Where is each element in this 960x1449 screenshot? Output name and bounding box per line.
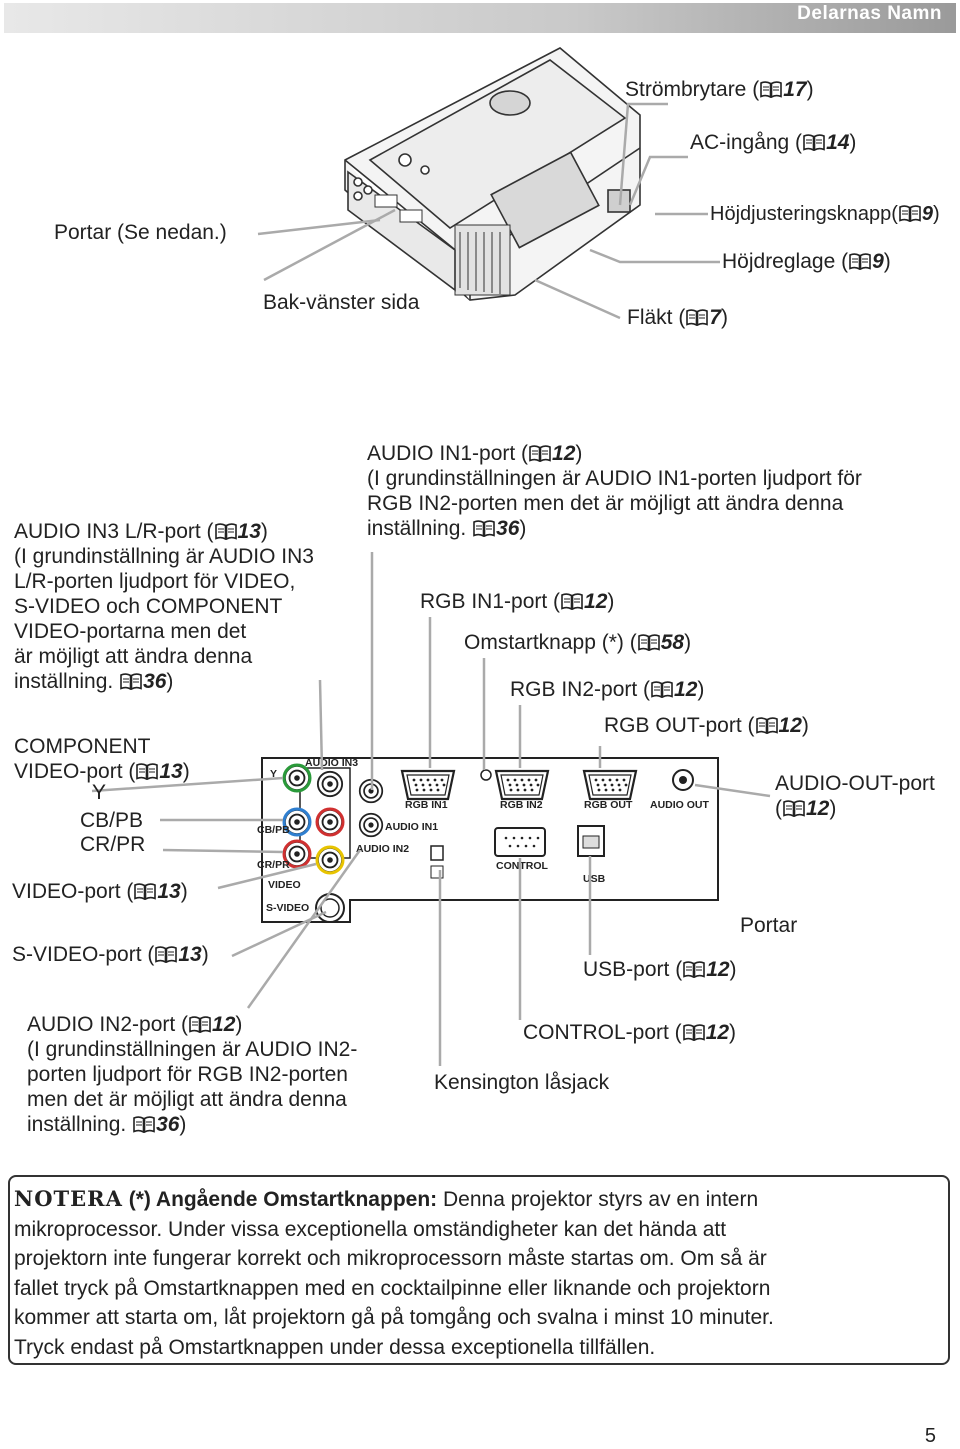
book-icon bbox=[683, 961, 705, 978]
panel-label-audio-in3: AUDIO IN3 bbox=[305, 757, 358, 769]
book-icon bbox=[136, 763, 158, 780]
label-power-switch: Strömbrytare (17) bbox=[625, 78, 814, 101]
leader-lines-panel bbox=[91, 552, 771, 1066]
label-fan: Fläkt (7) bbox=[627, 306, 729, 329]
book-icon bbox=[473, 520, 495, 537]
label-audio-out: AUDIO-OUT-port (12) bbox=[775, 772, 935, 820]
book-icon bbox=[686, 309, 708, 326]
panel-label-rgb-in2: RGB IN2 bbox=[500, 799, 543, 811]
panel-label-control: CONTROL bbox=[496, 860, 548, 872]
book-icon bbox=[155, 946, 177, 963]
label-elevator-foot: Höjdreglage (9) bbox=[722, 250, 891, 273]
label-ports-see-below: Portar (Se nedan.) bbox=[54, 221, 227, 244]
label-elevator-button: Höjdjusteringsknapp(9) bbox=[710, 203, 940, 225]
book-icon bbox=[133, 1116, 155, 1133]
book-icon bbox=[899, 205, 921, 222]
label-component-cr: CR/PR bbox=[80, 833, 146, 856]
book-icon bbox=[189, 1016, 211, 1033]
book-icon bbox=[215, 523, 237, 540]
book-icon bbox=[683, 1024, 705, 1041]
note-heading: (*) Angående Omstartknappen: bbox=[128, 1188, 438, 1211]
label-video-port: VIDEO-port (13) bbox=[12, 880, 188, 903]
book-icon bbox=[638, 634, 660, 651]
book-icon bbox=[120, 673, 142, 690]
label-ac-inlet: AC-ingång (14) bbox=[690, 131, 857, 154]
panel-label-rgb-out: RGB OUT bbox=[584, 799, 633, 811]
label-rear-left: Bak-vänster sida bbox=[263, 291, 420, 314]
port-panel: AUDIO IN3 Y CB/PB CR/PR VIDEO S-VIDEO RG… bbox=[257, 757, 719, 923]
panel-label-audio-out: AUDIO OUT bbox=[650, 799, 710, 811]
label-control-port: CONTROL-port (12) bbox=[523, 1021, 737, 1044]
label-component-cb: CB/PB bbox=[80, 809, 144, 832]
leader-lines-top bbox=[257, 102, 720, 320]
panel-label-usb: USB bbox=[583, 873, 606, 885]
book-icon bbox=[803, 134, 825, 151]
label-rgb-in2: RGB IN2-port (12) bbox=[510, 678, 705, 701]
note-label: NOTERA bbox=[14, 1186, 123, 1211]
label-kensington: Kensington låsjack bbox=[434, 1071, 610, 1094]
panel-label-audio-in2: AUDIO IN2 bbox=[356, 843, 409, 855]
book-icon bbox=[529, 445, 551, 462]
label-component-y: Y bbox=[92, 781, 107, 804]
note-box bbox=[8, 1175, 950, 1365]
panel-label-video: VIDEO bbox=[268, 879, 301, 891]
label-svideo-port: S-VIDEO-port (13) bbox=[12, 943, 209, 966]
header-bar bbox=[4, 3, 956, 33]
book-icon bbox=[849, 253, 871, 270]
label-audio-in2: AUDIO IN2-port (12) (I grundinställninge… bbox=[27, 1013, 358, 1136]
label-component: COMPONENT VIDEO-port (13) bbox=[14, 735, 190, 783]
panel-label-cb: CB/PB bbox=[257, 824, 290, 836]
label-reset-button: Omstartknapp (*) (58) bbox=[464, 631, 692, 654]
panel-label-audio-in1: AUDIO IN1 bbox=[385, 821, 438, 833]
book-icon bbox=[756, 717, 778, 734]
book-icon bbox=[651, 681, 673, 698]
note-text: NOTERA (*) Angående Omstartknappen: Denn… bbox=[14, 1184, 934, 1362]
note-body: Denna projektor styrs av en intern mikro… bbox=[14, 1188, 774, 1359]
section-title: Delarnas Namn bbox=[797, 3, 942, 24]
projector-drawing bbox=[344, 47, 641, 301]
label-usb-port: USB-port (12) bbox=[583, 958, 737, 981]
panel-label-svideo: S-VIDEO bbox=[266, 902, 309, 914]
book-icon bbox=[134, 883, 156, 900]
panel-label-rgb-in1: RGB IN1 bbox=[405, 799, 448, 811]
panel-label-y: Y bbox=[270, 768, 277, 780]
book-icon bbox=[760, 81, 782, 98]
book-icon bbox=[561, 593, 583, 610]
panel-label-cr: CR/PR bbox=[257, 859, 290, 871]
label-rgb-out: RGB OUT-port (12) bbox=[604, 714, 809, 737]
label-rgb-in1: RGB IN1-port (12) bbox=[420, 590, 615, 613]
label-audio-in1: AUDIO IN1-port (12) (I grundinställninge… bbox=[367, 442, 862, 540]
page-number: 5 bbox=[924, 1425, 936, 1447]
book-icon bbox=[783, 800, 805, 817]
label-ports: Portar bbox=[740, 914, 798, 937]
label-audio-in3: AUDIO IN3 L/R-port (13) (I grundinställn… bbox=[14, 520, 314, 693]
